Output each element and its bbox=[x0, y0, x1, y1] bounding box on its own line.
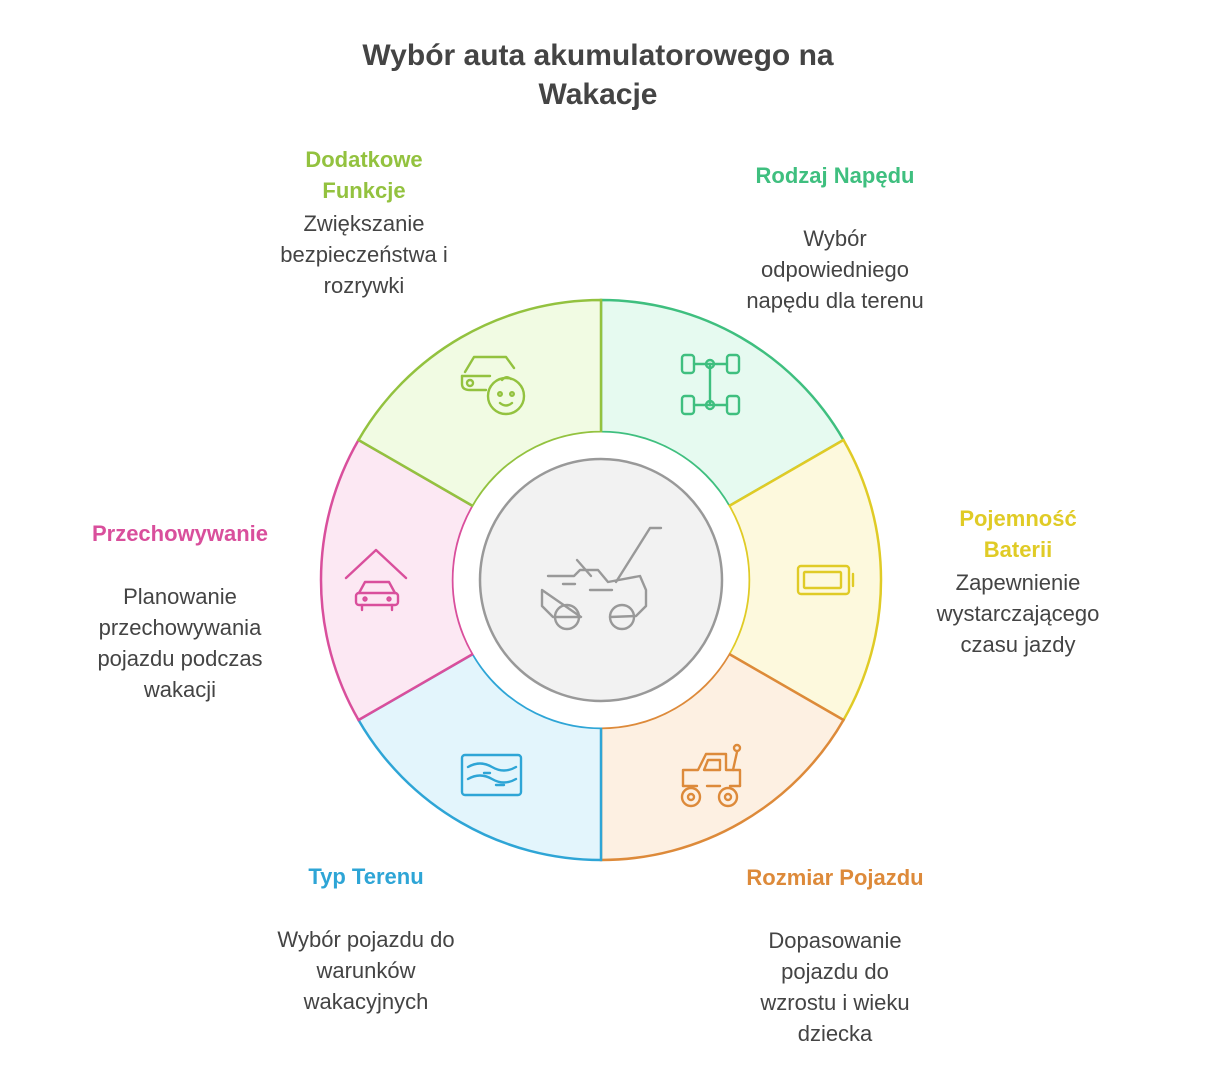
segment-title-typ-terenu: Typ Terenu bbox=[308, 864, 423, 889]
segment-description-dodatkowe-funkcje: bezpieczeństwa i bbox=[280, 242, 448, 267]
segment-description-rozmiar-pojazdu: Dopasowanie bbox=[768, 928, 901, 953]
segment-description-dodatkowe-funkcje: Zwiększanie bbox=[303, 211, 424, 236]
segment-description-przechowywanie: przechowywania bbox=[99, 615, 262, 640]
ride-on-car-icon bbox=[540, 526, 663, 631]
car-child-face-icon bbox=[460, 355, 526, 416]
terrain-map-icon bbox=[460, 753, 523, 797]
segment-title-pojemnosc-baterii: Baterii bbox=[984, 537, 1052, 562]
segment-typ-terenu bbox=[356, 652, 603, 862]
segment-description-rozmiar-pojazdu: pojazdu do bbox=[781, 959, 889, 984]
drivetrain-axle-icon bbox=[680, 353, 741, 416]
segment-title-rozmiar-pojazdu: Rozmiar Pojazdu bbox=[746, 865, 923, 890]
segment-title-rodzaj-napedu: Rodzaj Napędu bbox=[756, 163, 915, 188]
center-hub bbox=[478, 457, 724, 703]
segment-rodzaj-napedu bbox=[599, 298, 846, 508]
inner-gap-band bbox=[453, 432, 749, 728]
segment-title-dodatkowe-funkcje: Dodatkowe bbox=[305, 147, 422, 172]
segment-description-rozmiar-pojazdu: dziecka bbox=[798, 1021, 873, 1046]
segment-description-przechowywanie: pojazdu podczas bbox=[97, 646, 262, 671]
monster-truck-icon bbox=[680, 743, 742, 808]
segment-description-rodzaj-napedu: Wybór bbox=[803, 226, 866, 251]
segment-description-pojemnosc-baterii: czasu jazdy bbox=[961, 632, 1076, 657]
segment-title-przechowywanie: Przechowywanie bbox=[92, 521, 268, 546]
segment-rozmiar-pojazdu bbox=[599, 652, 846, 862]
segment-title-pojemnosc-baterii: Pojemność bbox=[959, 506, 1076, 531]
segment-description-rodzaj-napedu: napędu dla terenu bbox=[746, 288, 923, 313]
segment-description-rodzaj-napedu: odpowiedniego bbox=[761, 257, 909, 282]
garage-car-icon bbox=[344, 548, 408, 612]
segment-description-przechowywanie: wakacji bbox=[143, 677, 216, 702]
segment-description-dodatkowe-funkcje: rozrywki bbox=[324, 273, 405, 298]
center-circle bbox=[478, 457, 724, 703]
diagram-title-line-1: Wybór auta akumulatorowego na bbox=[362, 39, 833, 72]
segment-title-dodatkowe-funkcje: Funkcje bbox=[322, 178, 405, 203]
segment-description-rozmiar-pojazdu: wzrostu i wieku bbox=[759, 990, 909, 1015]
segment-dodatkowe-funkcje bbox=[356, 298, 603, 508]
diagram-title-line-2: Wakacje bbox=[539, 78, 658, 111]
battery-icon bbox=[796, 564, 855, 596]
segment-description-typ-terenu: warunków bbox=[315, 958, 415, 983]
segment-description-pojemnosc-baterii: wystarczającego bbox=[936, 601, 1100, 626]
segment-przechowywanie bbox=[319, 438, 475, 722]
segment-description-typ-terenu: wakacyjnych bbox=[303, 989, 429, 1014]
segment-description-pojemnosc-baterii: Zapewnienie bbox=[956, 570, 1081, 595]
segment-description-typ-terenu: Wybór pojazdu do bbox=[277, 927, 454, 952]
segment-description-przechowywanie: Planowanie bbox=[123, 584, 237, 609]
